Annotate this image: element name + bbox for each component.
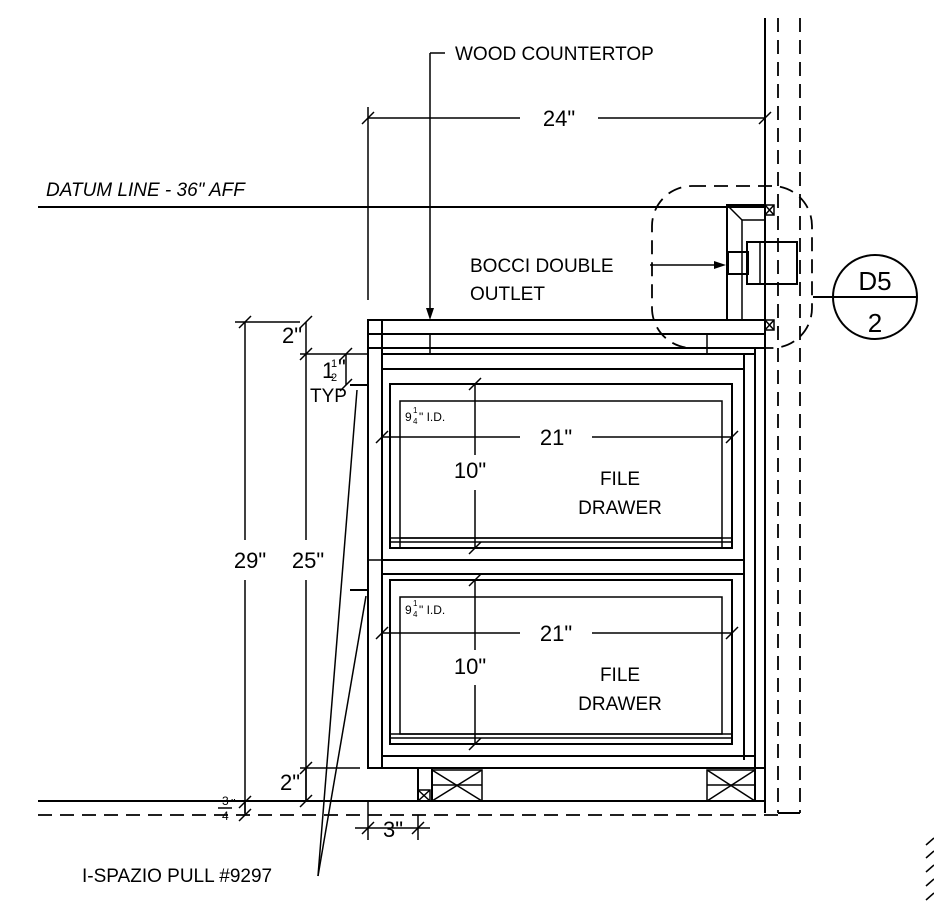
drawer-1-id-text: " I.D. xyxy=(419,410,445,424)
drawer-2-label-line1: FILE xyxy=(600,665,640,686)
reveal-num: 1 xyxy=(331,358,337,370)
drawer-box-2 xyxy=(389,579,733,745)
reveal-whole: 1 xyxy=(322,358,334,383)
cabinet-carcass xyxy=(367,319,766,802)
drawer-1-width: 21" xyxy=(540,425,572,450)
base-num: 3 xyxy=(222,794,229,808)
dim-reveal: 1 1 2 " TYP xyxy=(310,347,353,407)
datum-line: DATUM LINE - 36" AFF xyxy=(38,180,765,208)
callout-detail: D5 xyxy=(858,266,891,296)
drawer-1-depth: 10" xyxy=(454,458,486,483)
drawer-2-id-den: 4 xyxy=(413,610,418,619)
reveal-den: 2 xyxy=(331,372,337,384)
reveal-quote: " xyxy=(338,355,346,380)
drawer-2-id-num: 1 xyxy=(413,599,418,608)
dim-2-bottom: 2" xyxy=(280,761,313,808)
countertop-leader: WOOD COUNTERTOP xyxy=(426,44,654,320)
drawer-2-depth: 10" xyxy=(454,654,486,679)
dim-3-label: 3" xyxy=(383,817,403,842)
drawer-1-label-line1: FILE xyxy=(600,469,640,490)
dim-24: 24" xyxy=(361,106,772,300)
drawer-pulls xyxy=(350,384,368,591)
drawer-2-label-line2: DRAWER xyxy=(578,694,662,715)
drawer-box-1 xyxy=(389,383,733,549)
drawer-1-id-num: 1 xyxy=(413,406,418,415)
pull-leader: I-SPAZIO PULL #9297 xyxy=(82,389,367,887)
dim-24-label: 24" xyxy=(543,106,575,131)
base-quote: " xyxy=(231,796,236,811)
base-den: 4 xyxy=(222,809,229,823)
dim-2-top: 2" xyxy=(282,315,313,361)
dim-2-top-label: 2" xyxy=(282,323,302,348)
countertop xyxy=(367,319,766,355)
dim-29-label: 29" xyxy=(234,548,266,573)
dim-3: 3" xyxy=(355,800,430,842)
pull-label: I-SPAZIO PULL #9297 xyxy=(82,866,272,887)
datum-line-label: DATUM LINE - 36" AFF xyxy=(46,180,246,201)
drawer-2-id-text: " I.D. xyxy=(419,603,445,617)
drawer-2-annotations: 21" 10" 9 1 4 " I.D. FILE DRAWER xyxy=(375,573,739,751)
wall xyxy=(764,18,801,814)
drawer-1-id-den: 4 xyxy=(413,417,418,426)
callout-sheet: 2 xyxy=(868,308,882,338)
break-marks xyxy=(925,837,934,901)
dim-2-bottom-label: 2" xyxy=(280,770,300,795)
dim-29: 29" xyxy=(234,315,300,813)
drawer-1-id-whole: 9 xyxy=(405,410,412,424)
dim-25-label: 25" xyxy=(292,548,324,573)
section-callout: D5 2 xyxy=(813,254,918,340)
drawer-2-width: 21" xyxy=(540,621,572,646)
dim-three-quarter: 3 4 " xyxy=(218,794,252,823)
outlet-label-line2: OUTLET xyxy=(470,284,545,305)
outlet-detail: BOCCI DOUBLE OUTLET xyxy=(470,185,813,349)
wood-countertop-label: WOOD COUNTERTOP xyxy=(455,44,654,65)
typ-label: TYP xyxy=(310,386,347,407)
outlet-label-line1: BOCCI DOUBLE xyxy=(470,256,614,277)
drawer-2-id-whole: 9 xyxy=(405,603,412,617)
floor xyxy=(38,800,778,816)
drawer-1-label-line2: DRAWER xyxy=(578,498,662,519)
dim-25: 25" xyxy=(292,353,368,801)
drawer-1-annotations: 21" 10" 9 1 4 " I.D. FILE DRAWER xyxy=(375,377,739,555)
